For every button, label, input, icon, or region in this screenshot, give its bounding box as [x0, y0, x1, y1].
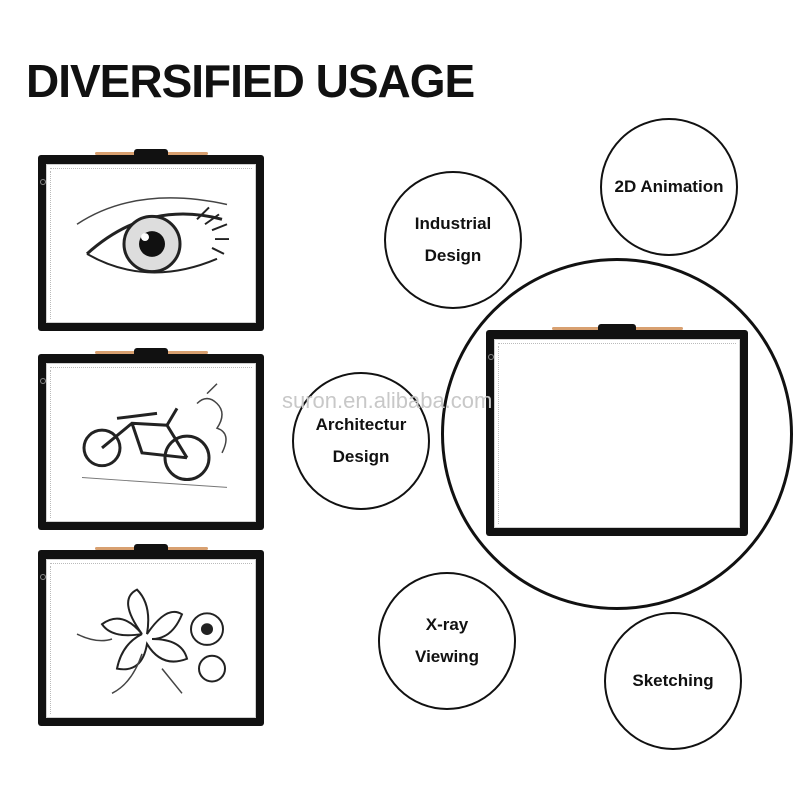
power-led-icon	[40, 378, 46, 384]
watermark: suron.en.alibaba.com	[282, 388, 493, 413]
light-pad-motorcycle	[38, 348, 264, 530]
usage-sketching: Sketching	[604, 612, 742, 750]
page-title: DIVERSIFIED USAGE	[26, 55, 475, 107]
usage-architecture-design: Architectur Design	[292, 372, 430, 510]
light-pad-eye	[38, 149, 264, 331]
usage-label: Sketching	[632, 671, 714, 690]
power-led-icon	[488, 354, 494, 360]
power-led-icon	[40, 574, 46, 580]
pad-clip	[134, 149, 168, 167]
usage-2d-animation: 2D Animation	[600, 118, 738, 256]
pad-screen	[494, 339, 740, 528]
usage-label: Architectur Design	[315, 415, 407, 466]
pad-screen	[46, 559, 256, 718]
light-pad-featured	[486, 324, 748, 536]
pad-screen	[46, 363, 256, 522]
usage-label: Industrial Design	[414, 214, 492, 265]
pad-clip	[134, 544, 168, 562]
usage-industrial-design: Industrial Design	[384, 171, 522, 309]
motorcycle-drawing	[81, 383, 228, 488]
pad-clip	[134, 348, 168, 366]
eye-drawing	[76, 197, 229, 274]
usage-label: X-ray Viewing	[415, 615, 479, 666]
pad-screen	[46, 164, 256, 323]
usage-xray-viewing: X-ray Viewing	[378, 572, 516, 710]
featured-pad-circle	[441, 258, 793, 610]
power-led-icon	[40, 179, 46, 185]
light-pad-flowers	[38, 544, 264, 726]
flowers-drawing	[76, 588, 226, 694]
usage-label: 2D Animation	[614, 177, 724, 196]
